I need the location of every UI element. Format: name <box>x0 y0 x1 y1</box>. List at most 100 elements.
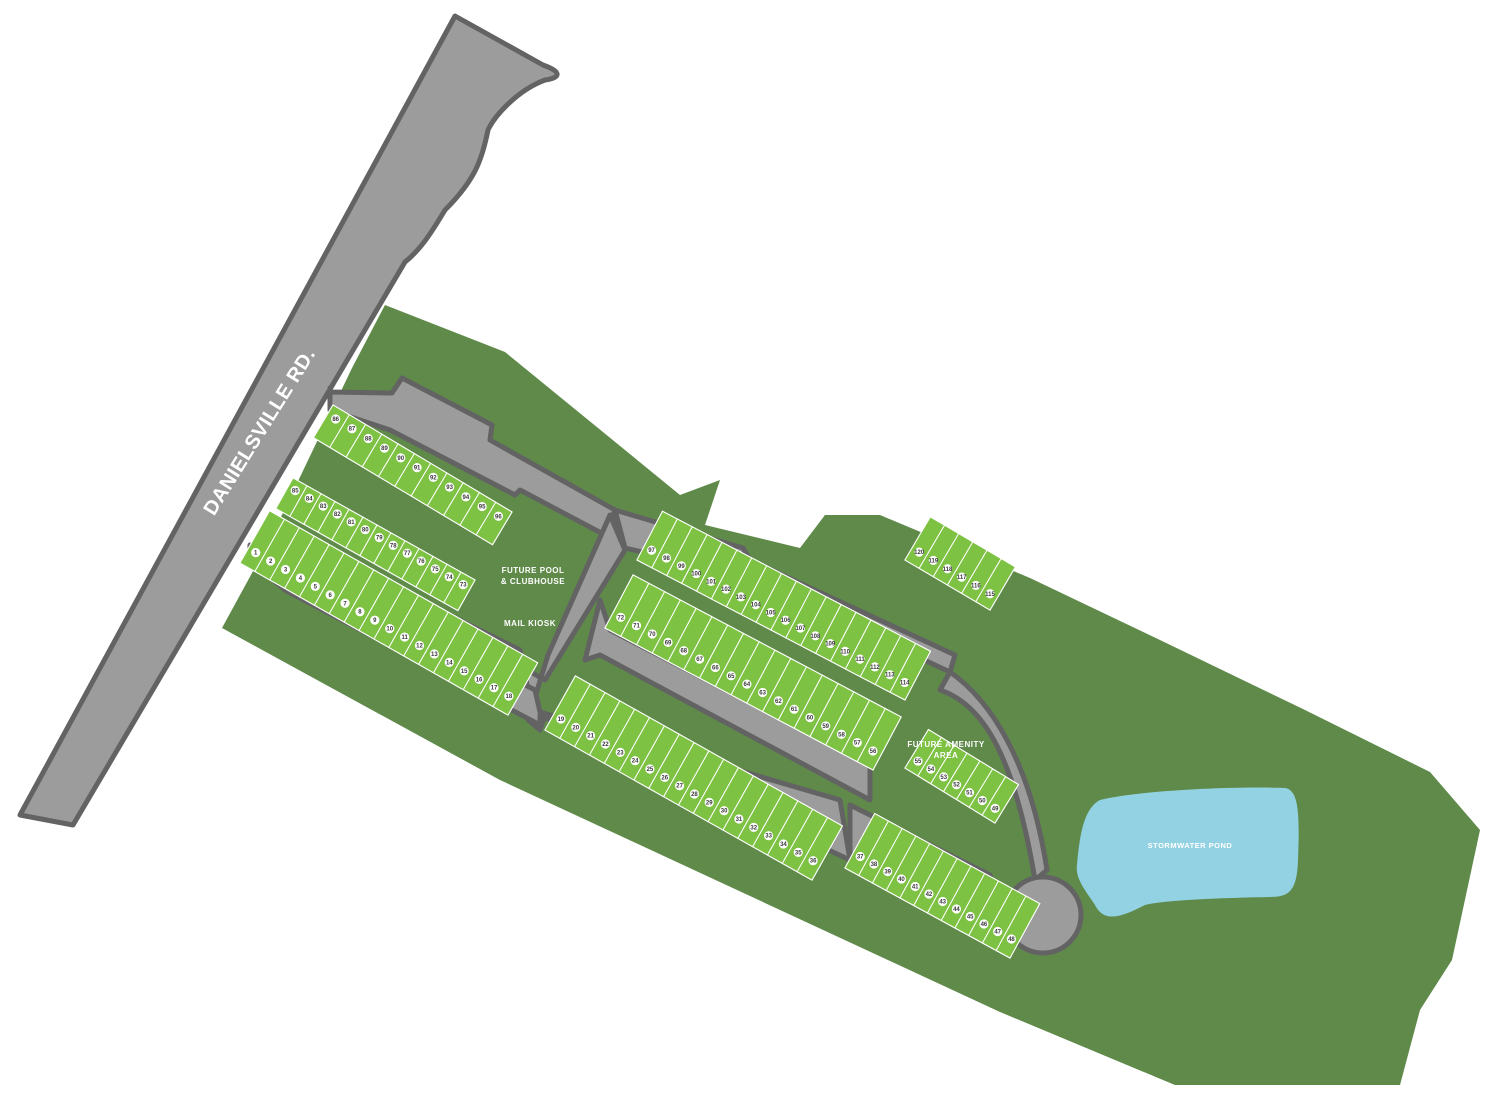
pool-clubhouse-label-1: FUTURE POOL <box>502 566 565 575</box>
lot-number-badge <box>416 556 426 566</box>
lot-parcel[interactable] <box>443 571 476 612</box>
lot[interactable]: 96 <box>475 501 513 546</box>
lot-number: 101 <box>706 579 717 585</box>
lot-number-badge <box>924 889 934 899</box>
lot-number: 32 <box>750 825 757 831</box>
lot[interactable]: 29 <box>692 758 740 823</box>
lot-number: 83 <box>320 504 327 510</box>
lot-number-badge <box>951 780 962 790</box>
lot-number-badge <box>694 654 705 664</box>
lot[interactable]: 19 <box>544 675 591 740</box>
lot-number-badge <box>318 501 328 511</box>
lot-number-badge <box>679 646 689 656</box>
lot-parcel[interactable] <box>475 501 513 546</box>
lot-number-badge <box>325 590 335 600</box>
lot-number-badge <box>412 463 422 473</box>
lot-number-badge <box>758 687 768 698</box>
lot[interactable]: 115 <box>975 557 1017 611</box>
lot-number-badge <box>836 729 847 739</box>
lot-number-badge <box>928 555 938 566</box>
lot[interactable]: 28 <box>677 750 725 815</box>
lot[interactable]: 64 <box>730 641 776 704</box>
lot[interactable]: 118 <box>932 532 974 586</box>
lot[interactable]: 9 <box>358 577 405 640</box>
lot-number: 30 <box>721 809 728 815</box>
lot[interactable]: 49 <box>981 776 1020 824</box>
lot-number: 45 <box>967 915 974 921</box>
lot-number: 33 <box>765 834 772 840</box>
lot-number: 81 <box>348 520 355 526</box>
lot-number: 96 <box>495 514 502 520</box>
lot[interactable]: 97 <box>636 510 679 569</box>
lot-number: 70 <box>649 632 656 638</box>
lot-parcel[interactable] <box>889 642 932 701</box>
lot-number: 19 <box>558 717 565 723</box>
lot[interactable]: 21 <box>573 691 621 756</box>
lot-parcel[interactable] <box>796 816 844 881</box>
lot[interactable]: 43 <box>926 857 972 922</box>
lot[interactable]: 110 <box>829 611 872 670</box>
lot-number-badge <box>789 704 799 714</box>
lot-number-badge <box>645 764 655 774</box>
lot[interactable]: 48 <box>995 895 1041 959</box>
lot-parcel[interactable] <box>975 557 1017 611</box>
lot[interactable]: 73 <box>443 571 476 612</box>
lot-row: 9798991001011021031041051061071081091101… <box>636 510 932 701</box>
lot-number: 22 <box>602 742 609 748</box>
lot-number-badge <box>458 580 468 590</box>
lot-parcel[interactable] <box>856 707 902 771</box>
lot-number: 116 <box>971 583 981 589</box>
lot[interactable]: 99 <box>666 526 708 585</box>
lot[interactable]: 1 <box>239 510 286 573</box>
lot-number-badge <box>414 640 425 651</box>
lot[interactable]: 51 <box>955 760 994 808</box>
lot-parcel[interactable] <box>981 776 1020 824</box>
lot-number: 110 <box>840 649 850 655</box>
lot[interactable]: 32 <box>737 783 784 848</box>
lot[interactable]: 57 <box>840 699 887 763</box>
lot-number: 48 <box>1008 937 1015 943</box>
lot-number-badge <box>663 637 673 647</box>
lot-number-badge <box>910 881 920 892</box>
lot-number: 77 <box>404 551 411 557</box>
lot-number: 74 <box>446 575 453 581</box>
lot-number-badge <box>310 581 320 591</box>
lot[interactable]: 36 <box>796 816 844 881</box>
lot[interactable]: 111 <box>844 619 887 678</box>
lot-number: 79 <box>376 536 383 542</box>
lot-parcel[interactable] <box>995 895 1041 959</box>
lot[interactable]: 18 <box>492 653 539 716</box>
lot[interactable]: 59 <box>809 682 855 746</box>
lot-parcel[interactable] <box>492 653 539 716</box>
lot[interactable]: 75 <box>415 555 448 596</box>
lot-number-badge <box>885 670 895 680</box>
pool-clubhouse-label-2: & CLUBHOUSE <box>501 577 565 586</box>
lot-number-badge <box>721 584 731 594</box>
lot[interactable]: 47 <box>981 887 1027 952</box>
lot-number-badge <box>990 803 1000 813</box>
danielsville-road[interactable] <box>17 13 560 828</box>
lot-number: 17 <box>491 686 498 692</box>
lot-number-badge <box>742 679 752 689</box>
lot[interactable]: 56 <box>856 707 902 771</box>
lot-number-badge <box>795 623 806 633</box>
lot[interactable]: 78 <box>373 532 406 572</box>
lot-number: 63 <box>759 691 766 697</box>
lot-number: 107 <box>795 626 806 632</box>
lot-number-badge <box>855 851 865 862</box>
lot-number: 8 <box>358 610 362 616</box>
lot[interactable]: 26 <box>648 733 695 798</box>
lot[interactable]: 92 <box>410 462 448 507</box>
lot-number-badge <box>461 492 471 502</box>
lot[interactable]: 85 <box>275 477 308 518</box>
lot-number: 58 <box>838 732 845 738</box>
lot[interactable]: 42 <box>913 850 958 914</box>
lot[interactable]: 114 <box>889 642 932 701</box>
lot-number: 3 <box>284 567 288 573</box>
lot[interactable]: 93 <box>426 472 464 517</box>
lot[interactable]: 62 <box>761 657 808 721</box>
lot-number: 105 <box>766 610 777 616</box>
lot-number-badge <box>805 712 815 723</box>
